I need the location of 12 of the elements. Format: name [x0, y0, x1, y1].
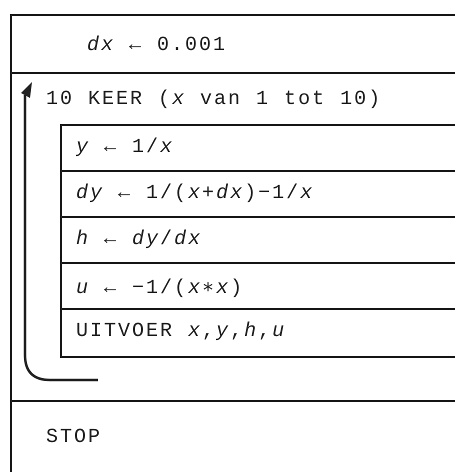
process-box	[10, 14, 455, 74]
process-box	[60, 308, 455, 358]
statement-text: dx ← 0.001	[87, 34, 228, 57]
statement-text: u ← −1/(x∗x)	[76, 276, 244, 300]
process-box	[60, 124, 455, 172]
statement-text: h ← dy/dx	[76, 228, 202, 251]
statement-text: STOP	[46, 426, 102, 449]
statement-text: y ← 1/x	[76, 136, 174, 159]
loop-block	[10, 72, 455, 402]
statement-text: UITVOER x,y,h,u	[76, 320, 286, 343]
statement-text: 10 KEER (x van 1 tot 10)	[46, 88, 382, 111]
statement-text: dy ← 1/(x+dx)−1/x	[76, 182, 314, 205]
